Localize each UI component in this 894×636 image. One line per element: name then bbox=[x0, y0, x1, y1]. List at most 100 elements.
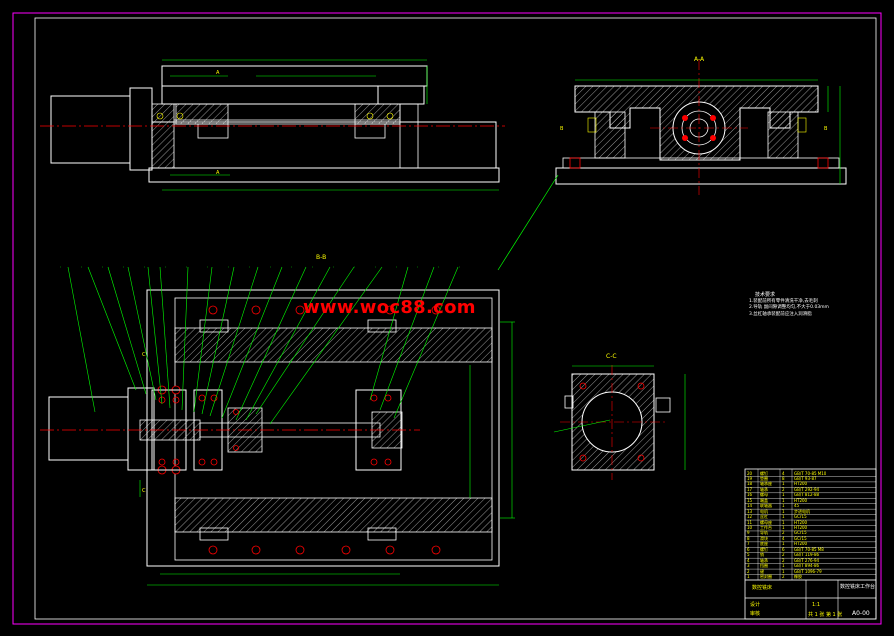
bom-cell: 步进电机 bbox=[794, 508, 810, 514]
bom-cell: 12 bbox=[747, 514, 753, 520]
outer-frame bbox=[12, 12, 882, 625]
bom-cell: 1 bbox=[782, 563, 785, 569]
bom-cell: 轴承 bbox=[760, 486, 768, 492]
bom-cell: HT200 bbox=[794, 497, 808, 503]
bom-cell: 16 bbox=[747, 492, 753, 498]
bom-cell: 2 bbox=[782, 574, 785, 580]
bom-cell: 密封圈 bbox=[760, 574, 772, 580]
bom-cell: 2 bbox=[782, 530, 785, 536]
bom-cell: 20 bbox=[747, 470, 753, 476]
bom-cell: 联轴器 bbox=[760, 503, 772, 509]
bom-cell: 螺母 bbox=[760, 492, 768, 498]
tech-note-line: 3.丝杠轴承装配前应注入润滑脂 bbox=[749, 311, 812, 317]
bom-cell: 1 bbox=[782, 541, 785, 547]
bom-cell: 7 bbox=[747, 541, 750, 547]
bom-cell: 4 bbox=[782, 535, 785, 541]
bom-cell: 45 bbox=[794, 503, 800, 509]
designer-label: 设计 bbox=[750, 602, 761, 608]
bom-cell: GB/T 119-86 bbox=[794, 552, 820, 558]
tech-note-line: 1.装配前所有零件清洗干净,去毛刺 bbox=[749, 298, 818, 304]
section-mark-a-bottom: A bbox=[216, 170, 220, 176]
section-mark-b-left: B bbox=[560, 126, 564, 132]
plan-view-b-b bbox=[40, 266, 515, 586]
tech-notes-heading: 技术要求 bbox=[755, 292, 776, 298]
section-mark-c-bottom: C bbox=[142, 488, 146, 494]
bom-cell: 挡圈 bbox=[760, 563, 768, 569]
bom-cell: 4 bbox=[782, 470, 785, 476]
section-a-a-view bbox=[555, 60, 847, 195]
inner-frame bbox=[34, 17, 877, 620]
bom-cell: 轴承座 bbox=[760, 481, 772, 487]
bom-cell: 8 bbox=[747, 535, 750, 541]
bom-cell: 端盖 bbox=[760, 497, 768, 503]
bom-cell: HT200 bbox=[794, 525, 808, 530]
bom-cell: 15 bbox=[747, 497, 753, 503]
bom-cell: GCr15 bbox=[794, 514, 807, 520]
bom-cell: 1 bbox=[747, 574, 750, 580]
bom-cell: 电机 bbox=[760, 508, 768, 514]
bom-cell: 5 bbox=[747, 552, 750, 558]
watermark-text: www.woc88.com bbox=[303, 297, 476, 318]
bom-cell: HT200 bbox=[794, 481, 808, 487]
bom-cell: 导轨 bbox=[760, 530, 768, 536]
section-c-c-label: C-C bbox=[606, 353, 617, 360]
bom-cell: 1 bbox=[782, 514, 785, 520]
bom-cell: 1 bbox=[782, 492, 785, 498]
bom-cell: 丝杠 bbox=[760, 514, 768, 520]
bom-cell: 螺母座 bbox=[760, 519, 772, 525]
bom-cell: 1 bbox=[782, 525, 785, 530]
section-mark-b-right: B bbox=[824, 126, 828, 132]
bom-cell: 6 bbox=[747, 546, 750, 552]
bom-cell: 9 bbox=[747, 530, 750, 536]
section-c-c-view bbox=[553, 365, 686, 480]
checker-label: 审核 bbox=[750, 611, 761, 617]
section-mark-c-top: C bbox=[142, 352, 146, 358]
bom-cell: 17 bbox=[747, 486, 753, 492]
bom-cell: HT200 bbox=[794, 519, 808, 525]
bom-cell: 1 bbox=[782, 508, 785, 514]
bom-cell: GB/T 894-86 bbox=[794, 563, 820, 569]
bom-cell: GCr15 bbox=[794, 535, 807, 541]
sheet-count: 共 1 张 第 1 张 bbox=[808, 612, 843, 618]
bom-cell: GB/T 93-87 bbox=[794, 475, 817, 481]
bom-cell: 4 bbox=[747, 557, 750, 563]
bom-cell: 11 bbox=[747, 519, 753, 525]
bom-cell: 10 bbox=[747, 525, 753, 530]
bom-cell: GB/T 276-94 bbox=[794, 557, 820, 563]
bom-cell: GB/T 812-88 bbox=[794, 492, 820, 498]
bom-cell: 2 bbox=[782, 557, 785, 563]
tech-note-line: 2.导轨 副间隙调整均匀,不大于0.03mm bbox=[749, 305, 829, 310]
bom-cell: GB/T 70-85 M8 bbox=[794, 546, 824, 552]
bom-cell: GB/T 292-94 bbox=[794, 486, 820, 492]
technical-requirements: 技术要求 1.装配前所有零件清洗干净,去毛刺 2.导轨 副间隙调整均匀,不大于0… bbox=[749, 292, 829, 318]
drawing-title: 数控铣床工作台 bbox=[840, 584, 876, 590]
bom-cell: GCr15 bbox=[794, 530, 807, 536]
bom-cell: 1 bbox=[782, 481, 785, 487]
bom-cell: 6 bbox=[782, 546, 785, 552]
bom-cell: GB/T 1096-79 bbox=[794, 568, 822, 574]
bom-cell: 工作台 bbox=[760, 525, 772, 530]
bom-cell: GB/T 70-85 M10 bbox=[794, 470, 827, 476]
bom-cell: 垫圈 bbox=[760, 475, 768, 481]
bom-cell: 1 bbox=[782, 503, 785, 509]
bom-cell: 橡胶 bbox=[794, 574, 802, 580]
company-name: 数控铣床 bbox=[752, 585, 773, 591]
bom-cell: 19 bbox=[747, 475, 753, 481]
bom-cell: 螺钉 bbox=[760, 470, 768, 476]
side-view bbox=[40, 59, 505, 191]
bom-cell: 滑块 bbox=[760, 535, 768, 541]
bom-cell: HT200 bbox=[794, 541, 808, 547]
drawing-number: A0-00 bbox=[852, 610, 870, 617]
bom-cell: 18 bbox=[747, 481, 753, 487]
bom-cell: 13 bbox=[747, 508, 753, 514]
scale-value: 1:1 bbox=[812, 602, 821, 608]
section-a-a-label: A-A bbox=[694, 56, 705, 63]
bom-cell: 1 bbox=[782, 497, 785, 503]
bom-cell: 1 bbox=[782, 519, 785, 525]
bom-cell: 3 bbox=[747, 563, 750, 569]
bom-cell: 2 bbox=[747, 568, 750, 574]
aa-leader-line bbox=[497, 174, 559, 271]
bom-cell: 螺钉 bbox=[760, 546, 768, 552]
section-mark-a-top: A bbox=[216, 70, 220, 76]
